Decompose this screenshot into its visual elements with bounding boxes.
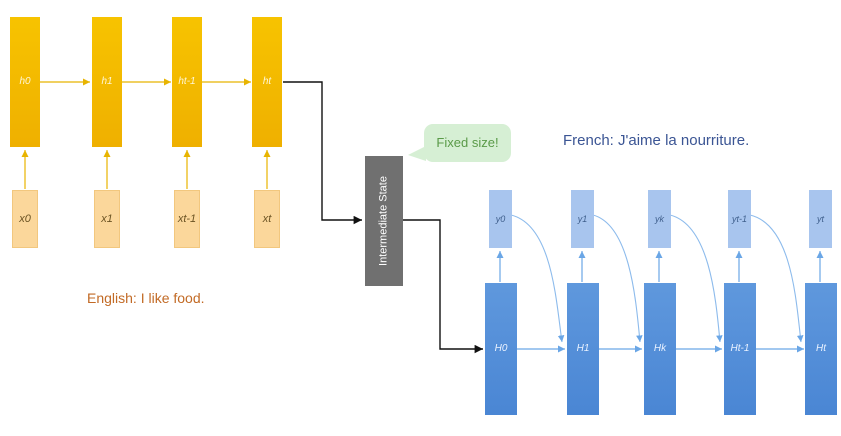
decoder-output-label: yk xyxy=(655,214,664,224)
feedback-curve-1 xyxy=(592,214,643,343)
decoder-hidden-cell: Ht xyxy=(805,283,837,415)
decoder-output-label: y0 xyxy=(495,214,506,224)
encoder-hidden-label: ht-1 xyxy=(178,76,196,87)
bubble-tail xyxy=(408,146,426,161)
encoder-hidden-label: ht xyxy=(262,76,272,87)
feedback-curve-3 xyxy=(749,214,804,343)
decoder-hidden-cell: Hk xyxy=(644,283,676,415)
decoder-output-label: yt xyxy=(816,214,824,224)
decoder-hidden-label: H0 xyxy=(494,343,508,354)
decoder-output-label: y1 xyxy=(577,214,588,224)
feedback-curve-0 xyxy=(510,214,565,343)
decoder-output-cell: y0 xyxy=(489,190,512,248)
encoder-input-cell: xt-1 xyxy=(174,190,200,248)
decoder-hidden-label: Ht-1 xyxy=(730,343,750,354)
encoder-hidden-label: h0 xyxy=(19,76,31,87)
encoder-hidden-cell: h0 xyxy=(10,17,40,147)
fixed-size-text: Fixed size! xyxy=(436,135,499,150)
encoder-input-cell: x1 xyxy=(94,190,120,248)
english-caption: English: I like food. xyxy=(87,290,205,306)
encoder-hidden-label: h1 xyxy=(101,76,113,87)
encoder-input-label: x0 xyxy=(19,213,31,225)
decoder-output-cell: yt-1 xyxy=(728,190,751,248)
encoder-hidden-cell: ht-1 xyxy=(172,17,202,147)
decoder-output-label: yt-1 xyxy=(731,214,747,224)
encoder-input-label: xt xyxy=(262,213,272,225)
encoder-input-label: x1 xyxy=(101,213,113,225)
decoder-output-cell: y1 xyxy=(571,190,594,248)
state-to-dec-arrow xyxy=(403,219,483,354)
decoder-hidden-label: Hk xyxy=(653,343,667,354)
fixed-size-bubble: Fixed size! xyxy=(424,124,511,162)
encoder-hidden-cell: ht xyxy=(252,17,282,147)
decoder-hidden-label: Ht xyxy=(816,343,826,354)
encoder-input-cell: xt xyxy=(254,190,280,248)
encoder-input-cell: x0 xyxy=(12,190,38,248)
decoder-hidden-cell: Ht-1 xyxy=(724,283,756,415)
enc-to-state-arrow xyxy=(283,81,362,225)
french-caption: French: J'aime la nourriture. xyxy=(563,132,750,149)
intermediate-state-label: Intermediate State xyxy=(377,176,390,266)
feedback-curve-2 xyxy=(669,214,723,343)
decoder-hidden-cell: H0 xyxy=(485,283,517,415)
encoder-hidden-cell: h1 xyxy=(92,17,122,147)
decoder-output-cell: yk xyxy=(648,190,671,248)
decoder-output-cell: yt xyxy=(809,190,832,248)
decoder-hidden-label: H1 xyxy=(576,343,590,354)
decoder-hidden-cell: H1 xyxy=(567,283,599,415)
intermediate-state-box: Intermediate State xyxy=(365,156,403,286)
encoder-input-label: xt-1 xyxy=(177,213,197,225)
